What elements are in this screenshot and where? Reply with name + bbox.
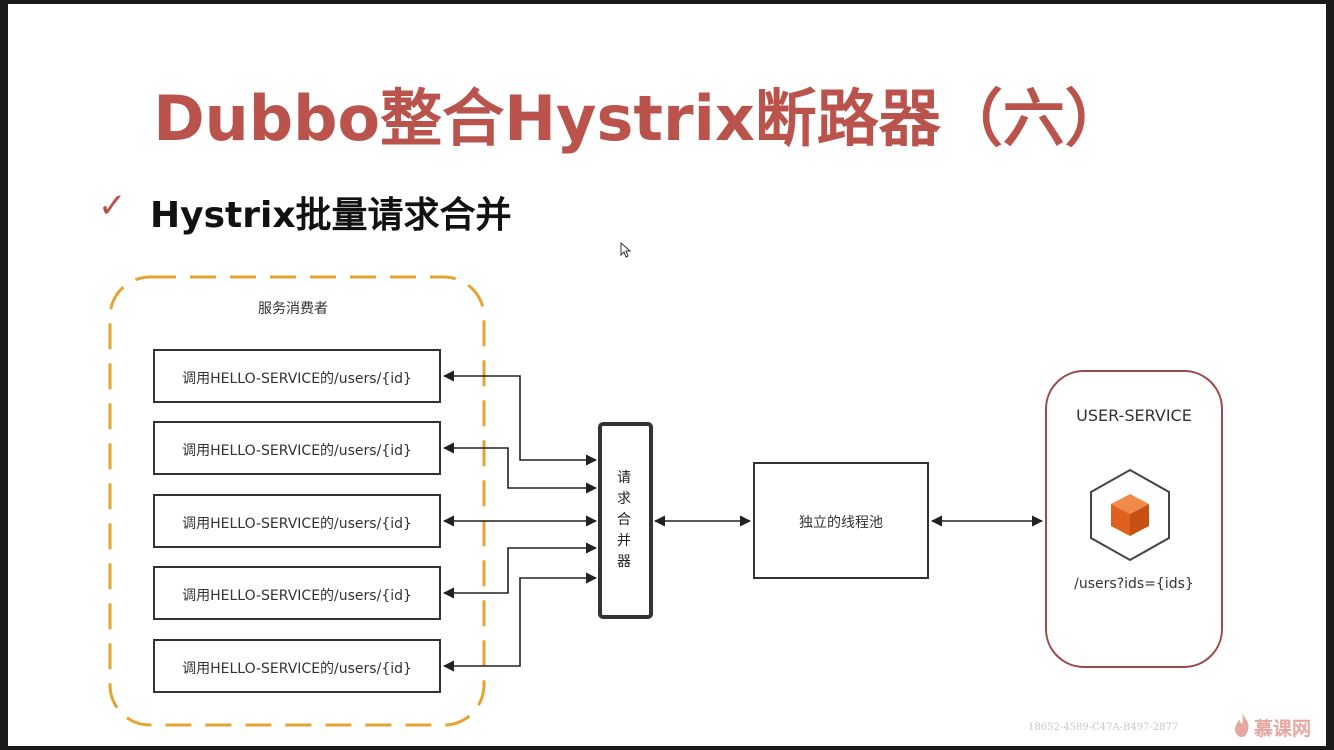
screen-frame-right (1326, 0, 1334, 750)
consumer-group-label: 服务消费者 (258, 301, 328, 317)
service-name: USER-SERVICE (1076, 406, 1192, 425)
merger-label: 请求合并器 (617, 470, 631, 570)
service-endpoint: /users?ids={ids} (1074, 576, 1194, 592)
watermark-code: 18652-4589-C47A-B497-2877 (1028, 722, 1179, 733)
call-box-label: 调用HELLO-SERVICE的/users/{id} (182, 661, 412, 677)
call-box-label: 调用HELLO-SERVICE的/users/{id} (182, 371, 412, 387)
check-icon: ✓ (98, 186, 127, 226)
call-box (153, 421, 441, 475)
call-box (153, 494, 441, 548)
site-logo: 慕课网 (1254, 718, 1312, 740)
thread-pool-label: 独立的线程池 (799, 515, 883, 531)
call-box-label: 调用HELLO-SERVICE的/users/{id} (182, 516, 412, 532)
call-box-label: 调用HELLO-SERVICE的/users/{id} (182, 588, 412, 604)
screen-frame-top (0, 0, 1334, 4)
call-box (153, 639, 441, 693)
bullet-text: Hystrix批量请求合并 (150, 195, 512, 236)
screen-frame-left (0, 0, 8, 750)
consumer-group-box (108, 275, 486, 727)
connector-arrow (442, 572, 598, 672)
flame-logo-icon (1235, 713, 1249, 737)
thread-pool-box (753, 462, 929, 579)
slide-title: Dubbo整合Hystrix断路器（六） (153, 82, 1127, 155)
mouse-cursor-icon (620, 242, 632, 258)
call-box-label: 调用HELLO-SERVICE的/users/{id} (182, 443, 412, 459)
connector-arrow (442, 442, 598, 494)
call-box (153, 349, 441, 403)
cube-icon (1090, 468, 1170, 562)
screen-frame-bottom (0, 746, 1334, 750)
merger-box (598, 422, 653, 619)
call-box (153, 566, 441, 620)
